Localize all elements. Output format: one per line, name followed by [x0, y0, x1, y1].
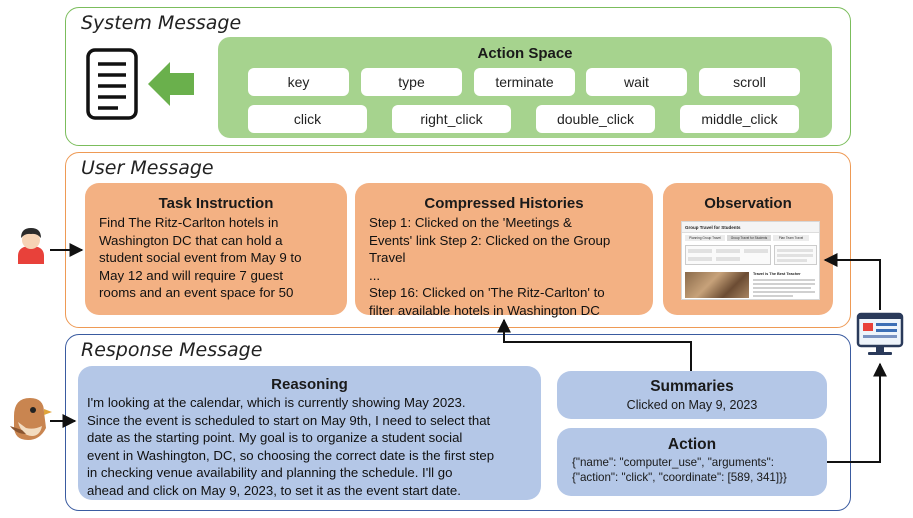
summaries-card: Summaries Clicked on May 9, 2023: [557, 371, 827, 419]
action-title: Action: [667, 436, 717, 453]
observation-title: Observation: [704, 195, 792, 212]
task-line: May 12 and will require 7 guest: [99, 267, 284, 283]
history-line: Step 16: Clicked on 'The Ritz-Carlton' t…: [369, 285, 605, 301]
action-space-title: Action Space: [477, 45, 573, 62]
task-line: rooms and an event space for 50: [99, 285, 294, 301]
action-wait-button[interactable]: wait: [586, 68, 687, 96]
user-message-title: User Message: [81, 157, 214, 179]
screenshot-side-panel: [774, 245, 817, 265]
reasoning-line: date as the starting point. My goal is t…: [87, 430, 463, 446]
summaries-title: Summaries: [650, 378, 734, 395]
action-json-line: {"name": "computer_use", "arguments":: [572, 456, 774, 469]
observation-screenshot: Group Travel for Students Planning Group…: [681, 221, 820, 300]
action-type-button[interactable]: type: [361, 68, 462, 96]
screenshot-form: [685, 245, 771, 265]
reasoning-line: event in Washington, DC, so choosing the…: [87, 447, 495, 463]
task-line: student social event from May 9 to: [99, 250, 302, 266]
action-middle-click-button[interactable]: middle_click: [680, 105, 799, 133]
screenshot-photo: [685, 272, 749, 298]
response-message-title: Response Message: [81, 339, 263, 361]
screenshot-heading: Group Travel for Students: [682, 222, 819, 233]
system-message-title: System Message: [81, 12, 242, 34]
reasoning-line: ahead and click on May 9, 2023, to set i…: [87, 482, 461, 498]
history-line: Events' link Step 2: Clicked on the Grou…: [369, 232, 611, 248]
history-line: ...: [369, 267, 381, 283]
history-line: Travel: [369, 250, 406, 266]
compressed-histories-card: Compressed Histories Step 1: Clicked on …: [355, 183, 653, 318]
task-instruction-card: Task Instruction Find The Ritz-Carlton h…: [85, 183, 347, 315]
task-line: Find The Ritz-Carlton hotels in: [99, 215, 279, 230]
bird-avatar-icon: [10, 398, 52, 440]
monitor-icon: [856, 312, 904, 355]
task-line: Washington DC that can hold a: [99, 232, 283, 248]
reasoning-line: in checking venue availability and plann…: [87, 465, 453, 481]
reasoning-title: Reasoning: [271, 376, 348, 393]
screenshot-tab: Group Travel for Students: [727, 235, 771, 241]
summaries-text: Clicked on May 9, 2023: [626, 398, 758, 412]
compressed-histories-title: Compressed Histories: [424, 195, 584, 212]
screenshot-tab: Plan Team Travel: [773, 235, 809, 241]
history-line: Step 1: Clicked on the 'Meetings &: [369, 215, 572, 230]
action-card: Action {"name": "computer_use", "argumen…: [557, 428, 827, 496]
user-avatar-icon: [18, 228, 44, 264]
reasoning-card: Reasoning I'm looking at the calendar, w…: [78, 366, 541, 500]
reasoning-line: Since the event is scheduled to start on…: [87, 412, 491, 428]
reasoning-line: I'm looking at the calendar, which is cu…: [87, 395, 466, 410]
action-scroll-button[interactable]: scroll: [699, 68, 800, 96]
action-click-button[interactable]: click: [248, 105, 367, 133]
action-right-click-button[interactable]: right_click: [392, 105, 511, 133]
action-key-button[interactable]: key: [248, 68, 349, 96]
action-terminate-button[interactable]: terminate: [474, 68, 575, 96]
task-instruction-title: Task Instruction: [158, 195, 274, 212]
screenshot-section-title: Travel is The Best Teacher: [753, 272, 801, 276]
history-line: filter available hotels in Washington DC: [369, 302, 600, 318]
action-json-line: {"action": "click", "coordinate": [589, …: [572, 471, 787, 484]
screenshot-tab: Planning Group Travel: [685, 235, 725, 241]
action-double-click-button[interactable]: double_click: [536, 105, 655, 133]
